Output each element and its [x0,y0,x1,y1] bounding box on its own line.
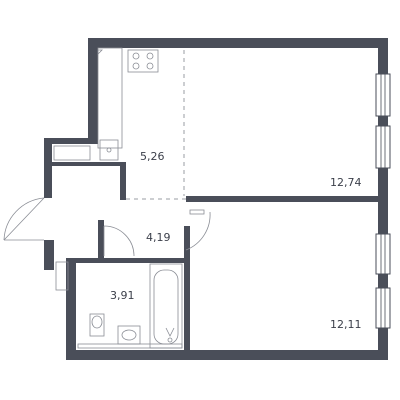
wall-left-bath [66,258,76,360]
windows [375,73,391,329]
window-3 [375,233,391,275]
wall-left-upper [88,38,98,140]
window-2 [375,125,391,169]
wall-notch-left [44,138,52,198]
corner-mark-icon [97,49,103,55]
kitchen-sink-icon [99,139,119,161]
bathtub-icon [149,263,183,349]
cabinet [53,145,91,161]
wall-hall-bedroom [184,226,190,350]
room-area-kitchen: 5,26 [140,150,165,163]
washing-machine [55,261,69,291]
room-area-bathroom: 3,91 [110,289,135,302]
kitchen-counter [97,47,123,149]
stove-icon [127,49,159,73]
wall-bottom [66,350,388,360]
bath-shelf [77,343,183,349]
wall-top [88,38,388,48]
wall-hall-stub [98,220,104,258]
bedroom-door [185,209,211,251]
bathroom-door [103,225,135,257]
wall-left-lower [44,240,54,270]
faucet-icon [165,327,175,343]
wall-notch-top [44,138,98,144]
wall-hall-bath [76,258,186,263]
wall-kitchen-hall [52,162,124,166]
room-area-bedroom: 12,11 [330,318,362,331]
window-1 [375,73,391,117]
wall-hall-pillar [120,162,126,200]
washbasin-icon [117,325,141,345]
room-area-living-room: 12,74 [330,176,362,189]
entrance-door [3,197,45,241]
window-4 [375,287,391,329]
walls [44,38,388,360]
toilet-icon [89,313,105,337]
wall-living-bedroom [186,196,378,202]
wall-right [378,38,388,360]
room-area-hallway: 4,19 [146,231,171,244]
